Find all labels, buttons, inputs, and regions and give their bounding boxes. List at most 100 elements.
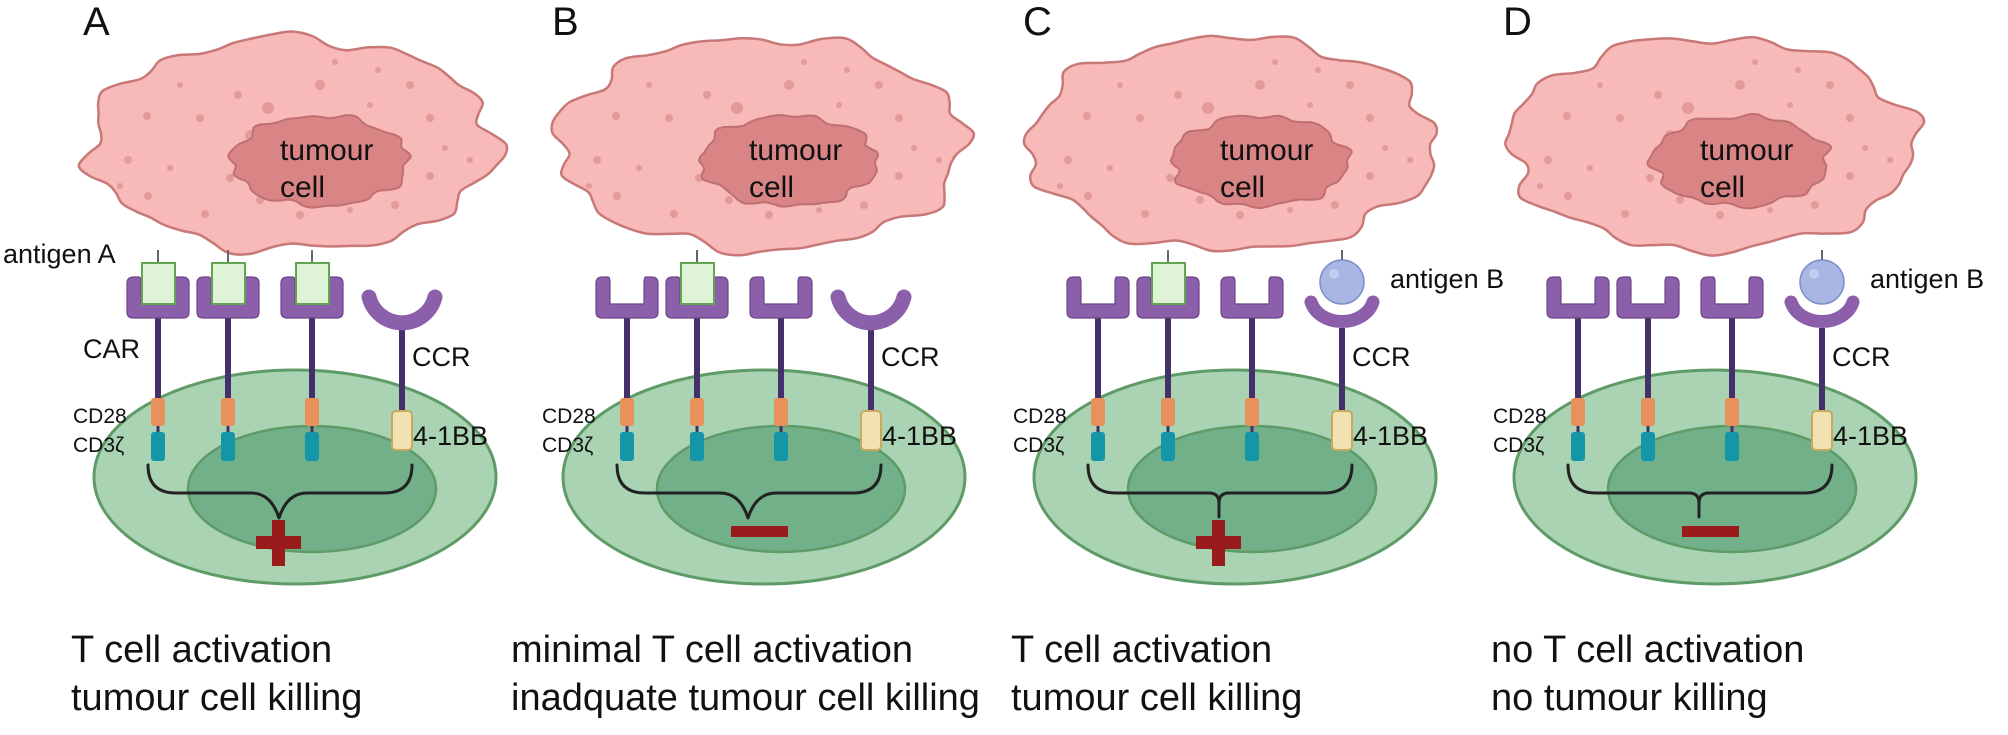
ccr-label: CCR (881, 342, 940, 372)
cytoplasm-granule (1587, 165, 1593, 171)
signal-integration-bracket (1566, 463, 1834, 519)
ccr-label: CCR (412, 342, 471, 372)
cytoplasm-granule (315, 80, 325, 90)
car-binding-domain (280, 276, 344, 319)
car-receptor (196, 250, 260, 461)
cytoplasm-granule (1676, 196, 1684, 204)
cytoplasm-granule (703, 91, 711, 99)
cd3z-domain-icon (1571, 432, 1585, 461)
cytoplasm-granule (1621, 210, 1629, 218)
nucleus-label-line2: cell (749, 171, 794, 204)
cd28-domain-icon (690, 398, 704, 426)
car-binding-domain (1616, 276, 1680, 319)
cytoplasm-granule (844, 67, 850, 73)
cytoplasm-granule (177, 82, 183, 88)
cd3z-label: CD3ζ (1013, 434, 1064, 457)
cd28-domain-icon (221, 398, 235, 426)
cytoplasm-granule (1735, 80, 1745, 90)
cytoplasm-granule (1887, 157, 1893, 163)
cytoplasm-granule (1107, 165, 1113, 171)
ccr-label: CCR (1352, 342, 1411, 372)
car-binding-domain (665, 276, 729, 319)
4-1bb-domain-icon (860, 410, 882, 451)
cytoplasm-granule (1795, 67, 1801, 73)
car-binding-domain (1220, 276, 1284, 319)
cd3z-domain-icon (774, 432, 788, 461)
cytoplasm-granule (167, 165, 173, 171)
ccr-receptor (830, 289, 912, 451)
cytoplasm-granule (1564, 192, 1572, 200)
ccr-binding-domain (830, 289, 912, 331)
antigen-b-highlight (1329, 269, 1339, 279)
cd3z-domain-icon (690, 432, 704, 461)
tumour-nucleus (227, 114, 412, 209)
car-receptor (595, 276, 659, 461)
cytoplasm-granule (1616, 114, 1624, 122)
antigen-label: antigen B (1390, 264, 1504, 294)
cytoplasm-granule (665, 114, 673, 122)
cytoplasm-granule (1136, 114, 1144, 122)
cd28-label: CD28 (1493, 405, 1547, 428)
car-receptor (126, 250, 190, 461)
cytoplasm-granule (670, 210, 678, 218)
cytoplasm-granule (1174, 91, 1182, 99)
car-binding-domain (196, 276, 260, 319)
cytoplasm-granule (816, 207, 822, 213)
cytoplasm-granule (1202, 102, 1214, 114)
cytoplasm-granule (612, 112, 620, 120)
antigen-b-icon (1319, 259, 1365, 305)
cytoplasm-granule (1382, 145, 1388, 151)
cytoplasm-granule (1563, 112, 1571, 120)
antigen-a-icon (295, 262, 330, 305)
plus-icon (1196, 520, 1241, 566)
caption-line1: no T cell activation (1491, 629, 1804, 671)
minus-icon (731, 526, 788, 537)
cytoplasm-granule (144, 192, 152, 200)
cytoplasm-granule (426, 172, 434, 180)
tumour-nucleus (698, 113, 879, 208)
panel-label: C (1023, 0, 1052, 44)
car-receptor (1220, 276, 1284, 461)
antigen-a-icon (680, 262, 715, 305)
cytoplasm-granule (1255, 80, 1265, 90)
cytoplasm-granule (1366, 114, 1374, 122)
cytoplasm-granule (196, 114, 204, 122)
nucleus-label-line1: tumour (280, 134, 373, 167)
cytoplasm-granule (391, 201, 399, 209)
plus-horizontal-bar (1196, 536, 1241, 549)
ccr-binding-domain (1784, 295, 1860, 329)
caption-line1: T cell activation (71, 629, 332, 671)
nucleus-label-line2: cell (1700, 171, 1745, 204)
cytoplasm-granule (1166, 174, 1174, 182)
car-label: CAR (83, 334, 140, 364)
ccr-label: CCR (1832, 342, 1891, 372)
tumour-nucleus (1169, 114, 1353, 210)
cytoplasm-granule (725, 196, 733, 204)
cd28-domain-icon (151, 398, 165, 426)
cytoplasm-granule (1787, 102, 1793, 108)
cytoplasm-granule (836, 102, 842, 108)
cytoplasm-granule (911, 145, 917, 151)
4-1bb-label: 4-1BB (1353, 421, 1428, 451)
panel-label: D (1503, 0, 1532, 44)
nucleus-label-line2: cell (280, 171, 325, 204)
car-receptor (1136, 250, 1200, 461)
cytoplasm-granule (636, 165, 642, 171)
cd3z-domain-icon (1245, 432, 1259, 461)
cytoplasm-granule (1537, 183, 1543, 189)
car-receptor (1700, 276, 1764, 461)
cd3z-domain-icon (1641, 432, 1655, 461)
signal-integration-bracket (146, 463, 414, 520)
cytoplasm-granule (1716, 211, 1724, 219)
cytoplasm-granule (1141, 210, 1149, 218)
cytoplasm-granule (1272, 59, 1278, 65)
antigen-label: antigen B (1870, 264, 1984, 294)
cytoplasm-granule (1315, 67, 1321, 73)
car-receptor (1066, 276, 1130, 461)
cd3z-domain-icon (305, 432, 319, 461)
cd28-domain-icon (305, 398, 319, 426)
ccr-receptor (1304, 250, 1380, 451)
